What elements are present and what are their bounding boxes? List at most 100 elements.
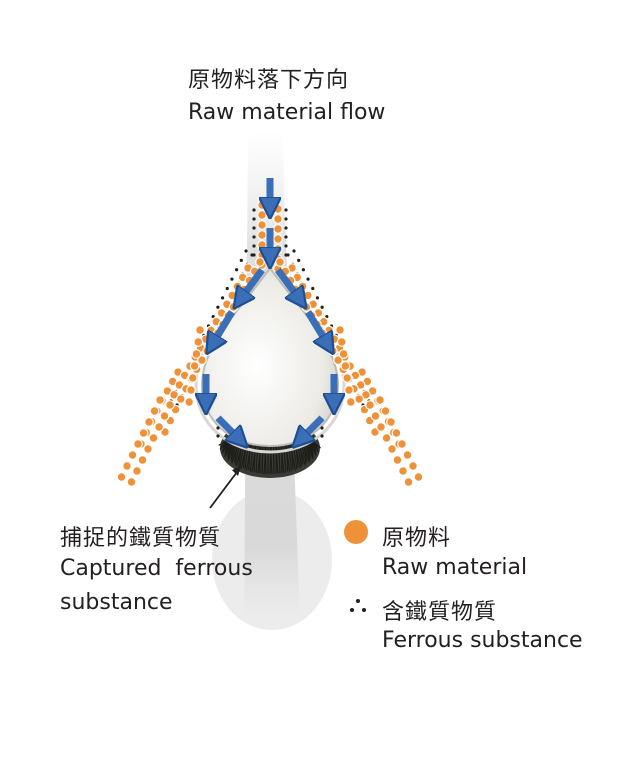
raw-material-dot: [122, 461, 132, 471]
raw-material-dot: [195, 325, 205, 335]
raw-material-dot: [144, 417, 154, 427]
raw-material-dot: [275, 257, 285, 267]
raw-material-dot: [184, 397, 195, 407]
raw-material-dot: [138, 428, 149, 438]
flow-arrow: [215, 415, 240, 440]
raw-material-dot: [342, 373, 353, 383]
ferrous-dot: [220, 296, 225, 300]
raw-material-dot: [202, 346, 213, 356]
raw-material-dot: [165, 400, 175, 410]
captured-label-zh: 捕捉的鐵質物質: [60, 526, 222, 551]
ferrous-dot: [284, 217, 288, 221]
raw-material-dot: [301, 302, 312, 312]
raw-material-dot: [148, 433, 159, 443]
flow-arrows: [206, 178, 334, 440]
raw-material-dot: [380, 406, 391, 416]
pointer-arrow: [209, 467, 241, 509]
ferrous-dot: [252, 208, 256, 212]
raw-material-dot: [403, 477, 414, 487]
raw-material-dot: [133, 439, 143, 449]
ferrous-dot: [216, 434, 220, 438]
raw-material-dot: [127, 450, 138, 460]
shadow-blob: [212, 490, 332, 630]
flow-label-en: Raw material flow: [188, 100, 386, 125]
raw-material-dot: [335, 325, 345, 335]
raw-material-dot: [344, 385, 354, 395]
legend-raw-en: Raw material: [382, 555, 528, 580]
raw-material-dot: [273, 224, 283, 234]
raw-material-dot: [365, 400, 375, 410]
raw-material-dot: [387, 444, 397, 454]
ferrous-dot: [284, 208, 288, 212]
ferrous-dot: [252, 253, 256, 257]
raw-material-dot: [381, 433, 392, 443]
ferrous-dot: [252, 217, 256, 221]
raw-material-dot: [197, 355, 207, 365]
ferrous-dot: [292, 249, 296, 253]
raw-material-dot: [116, 472, 127, 482]
raw-material-dot: [273, 234, 283, 244]
ferrous-dot: [284, 226, 288, 230]
raw-material-dot: [338, 349, 349, 359]
ferrous-dot: [301, 268, 305, 272]
ferrous-dot: [284, 235, 288, 239]
raw-material-dot: [397, 439, 407, 449]
flow-arrow: [240, 267, 265, 300]
flow-arrow: [275, 267, 300, 300]
raw-material-dot: [189, 361, 200, 371]
raw-material-dot: [376, 422, 386, 432]
raw-material-dot: [126, 477, 137, 487]
raw-material-dot: [345, 397, 356, 407]
raw-material-dot: [398, 466, 408, 476]
flow-arrow: [212, 310, 235, 345]
captured-label-en-2: substance: [60, 590, 173, 615]
raw-material-dot: [228, 302, 239, 312]
ferrous-dot: [230, 277, 234, 281]
ferrous-dot: [216, 305, 220, 309]
ferrous-dot: [252, 244, 256, 248]
ferrous-dot: [297, 258, 301, 262]
ferrous-dot: [284, 253, 288, 257]
raw-material-dot: [175, 394, 186, 404]
raw-material-dot: [154, 422, 164, 432]
ferrous-dot: [306, 277, 310, 281]
raw-material-dot: [336, 337, 347, 347]
raw-material-dot: [408, 461, 418, 471]
raw-material-dot: [186, 385, 196, 395]
captured-label-en-1: Captured ferrous: [60, 556, 253, 581]
pointer-arrowhead: [232, 466, 241, 476]
raw-material-dot: [255, 257, 265, 267]
ferrous-dot: [252, 226, 256, 230]
ferrous-dot: [320, 426, 324, 430]
raw-material-dot: [386, 417, 396, 427]
raw-material-dot: [187, 373, 198, 383]
raw-material-dot: [375, 395, 385, 405]
flow-label-zh: 原物料落下方向: [188, 68, 350, 93]
ferrous-dot: [252, 235, 256, 239]
raw-material-dot: [257, 240, 267, 250]
raw-material-dot: [257, 230, 267, 240]
raw-material-dot: [273, 244, 283, 254]
flow-arrow: [305, 310, 328, 345]
raw-material-dot: [273, 214, 283, 224]
ferrous-dot: [284, 244, 288, 248]
raw-material-dot: [273, 204, 283, 214]
raw-material-dot: [257, 210, 267, 220]
ferrous-dot: [216, 426, 220, 430]
ferrous-dot: [244, 249, 248, 253]
ferrous-dot: [311, 286, 315, 291]
raw-material-dot: [402, 450, 413, 460]
flow-arrow: [300, 415, 325, 440]
raw-material-dot: [340, 361, 351, 371]
legend-ferrous-zh: 含鐵質物質: [382, 600, 498, 625]
ferrous-dot: [239, 258, 243, 262]
legend-ferrous-en: Ferrous substance: [382, 628, 583, 653]
raw-material-dot: [159, 411, 170, 421]
raw-material-dot: [257, 220, 267, 230]
raw-material-dot: [392, 455, 403, 465]
raw-material-dot: [370, 411, 381, 421]
ferrous-dot: [315, 296, 320, 300]
raw-material-legend-icon: [344, 520, 368, 544]
raw-material-dot: [391, 428, 402, 438]
